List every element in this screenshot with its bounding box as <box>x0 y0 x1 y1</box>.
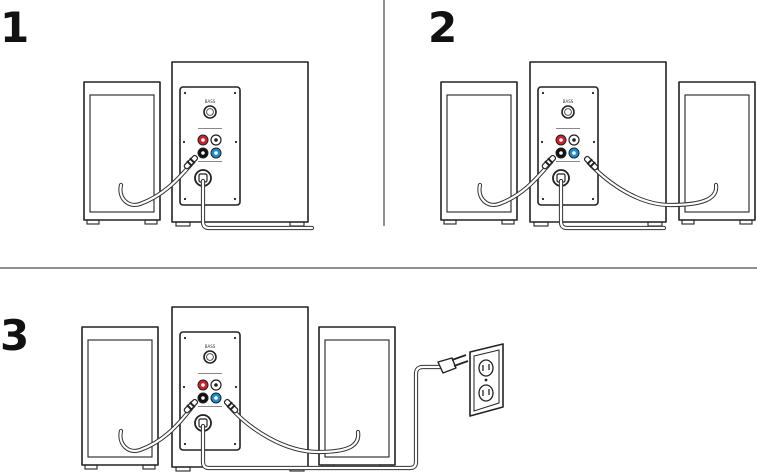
plug-icon <box>541 154 557 170</box>
satellite-speaker-icon <box>319 327 395 469</box>
power-plug-icon <box>438 355 468 373</box>
step-2: 2 <box>428 3 755 228</box>
step-3-number: 3 <box>0 311 29 360</box>
step-1: 1 <box>0 3 312 228</box>
plug-icon <box>583 155 599 171</box>
satellite-cable-left <box>479 162 551 205</box>
subwoofer-icon <box>172 62 308 226</box>
satellite-cable <box>120 162 193 205</box>
wall-outlet-icon <box>470 344 503 416</box>
plug-icon <box>183 154 199 170</box>
satellite-cable-left <box>120 406 193 451</box>
satellite-speaker-icon <box>84 82 160 224</box>
satellite-cable-right <box>589 163 716 205</box>
satellite-cable-right <box>229 406 358 452</box>
step-3: 3 <box>0 307 503 471</box>
step-2-number: 2 <box>428 3 457 52</box>
plug-icon <box>223 398 239 414</box>
step-1-number: 1 <box>0 3 29 52</box>
